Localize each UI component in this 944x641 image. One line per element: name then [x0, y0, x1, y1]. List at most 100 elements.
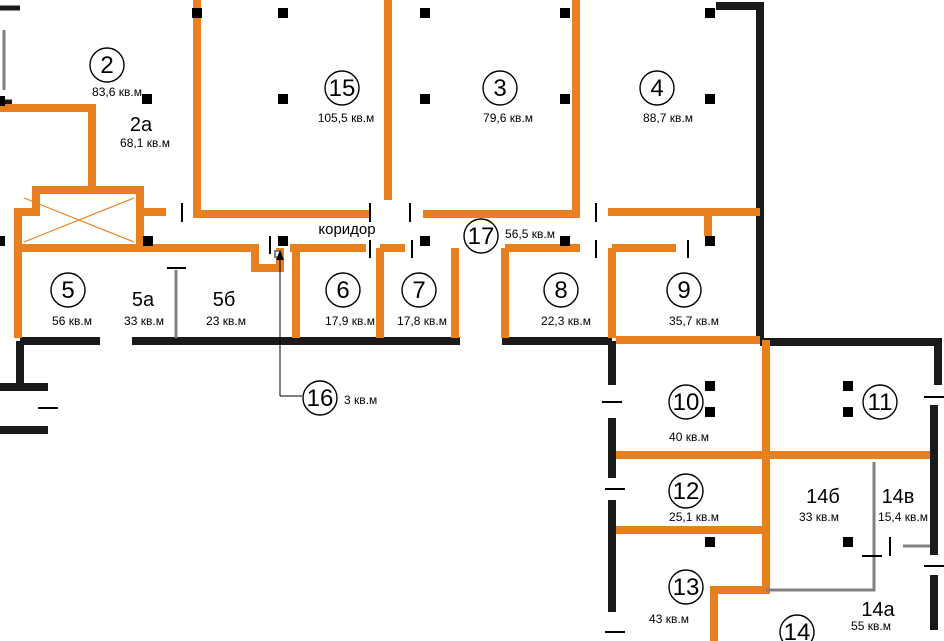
room-number: 2а [130, 114, 153, 136]
room-5a: 5а 33 кв.м [124, 289, 164, 328]
room-16: 16 3 кв.м [302, 380, 377, 416]
room-area: 56 кв.м [52, 314, 92, 328]
room-number: 7 [412, 277, 425, 304]
column-mark [420, 8, 430, 18]
column-mark [143, 236, 153, 246]
room-number: 6 [336, 277, 349, 304]
room-4: 4 88,7 кв.м [639, 70, 693, 125]
room-number-circle [639, 70, 675, 106]
room-11: 11 [862, 384, 898, 420]
partition [766, 462, 876, 592]
room-number-circle [668, 384, 704, 420]
room-14b: 14б 33 кв.м [799, 486, 840, 524]
room-number: 5б [213, 289, 236, 311]
column-mark [0, 236, 5, 246]
room-14a: 14а 55 кв.м [851, 599, 896, 633]
column-mark [560, 94, 570, 104]
column-mark [705, 8, 715, 18]
column-mark [560, 236, 570, 246]
partitions [2, 30, 930, 592]
room-area: 33 кв.м [799, 510, 839, 524]
room-area: 3 кв.м [344, 393, 377, 407]
column-mark [843, 537, 853, 547]
room-area: 22,3 кв.м [541, 314, 591, 328]
column-mark [705, 381, 715, 391]
room-number-circle [401, 272, 437, 308]
room-number: 14а [861, 599, 895, 621]
room-area: 55 кв.м [851, 619, 891, 633]
room-number-circle [463, 218, 499, 254]
room-area: 17,8 кв.м [397, 314, 447, 328]
room-number: 14в [882, 486, 915, 508]
room-area: 40 кв.м [669, 430, 709, 444]
room-number: 13 [673, 574, 700, 601]
room-area: 17,9 кв.м [325, 314, 375, 328]
outer-wall [760, 338, 942, 385]
room-number: 2 [100, 52, 113, 79]
column-mark [142, 94, 152, 104]
outer-wall [716, 2, 764, 342]
column-mark [560, 8, 570, 18]
pointer-arrowhead [276, 250, 284, 260]
stairwell-cross [23, 197, 135, 243]
room-8: 8 22,3 кв.м [541, 272, 591, 328]
room-15: 15 105,5 кв.м [318, 70, 375, 125]
room-area: 79,6 кв.м [483, 111, 533, 125]
room-area: 23 кв.м [206, 314, 246, 328]
column-mark [278, 94, 288, 104]
room-number: 8 [554, 277, 567, 304]
room-area: 33 кв.м [124, 314, 164, 328]
room-12: 12 25,1 кв.м [668, 473, 719, 524]
room-9: 9 35,7 кв.м [666, 272, 719, 328]
columns [0, 8, 853, 547]
room-number: 4 [650, 75, 663, 102]
room-number-circle [668, 473, 704, 509]
room-14: 14 [779, 614, 815, 641]
column-mark [278, 236, 288, 246]
room-area: 43 кв.м [649, 612, 689, 626]
room-labels: 2 83,6 кв.м 2а 68,1 кв.м 15 105,5 кв.м 3… [50, 47, 928, 641]
column-mark [843, 407, 853, 417]
room-number-circle [862, 384, 898, 420]
room-area: 88,7 кв.м [643, 111, 693, 125]
room-14v: 14в 15,4 кв.м [878, 486, 928, 524]
room-2: 2 83,6 кв.м [89, 47, 142, 99]
room-number: 3 [493, 75, 506, 102]
room-area: 15,4 кв.м [878, 510, 928, 524]
room-5: 5 56 кв.м [50, 272, 92, 328]
column-mark [705, 236, 715, 246]
column-mark [192, 8, 202, 18]
room-area: 35,7 кв.м [669, 314, 719, 328]
outer-walls [0, 2, 942, 630]
room-number-circle [324, 70, 360, 106]
room-area: 105,5 кв.м [318, 111, 375, 125]
room-number-circle [668, 569, 704, 605]
room-number: 11 [868, 389, 893, 416]
room-number: 5а [132, 289, 155, 311]
room-2a: 2а 68,1 кв.м [120, 114, 170, 150]
room-number-circle [779, 614, 815, 641]
room-number-circle [482, 70, 518, 106]
room-10: 10 40 кв.м [668, 384, 709, 444]
room-16-pointer [276, 250, 302, 397]
room-number: 10 [673, 389, 700, 416]
column-mark [705, 94, 715, 104]
column-mark [278, 8, 288, 18]
room-area: 83,6 кв.м [92, 85, 142, 99]
stair-line [23, 197, 135, 243]
inner-wall [193, 0, 370, 218]
stair-block [14, 186, 144, 252]
inner-wall [423, 0, 580, 218]
room-number: 16 [307, 385, 334, 412]
room-number: 17 [468, 223, 495, 250]
room-number-circle [50, 272, 86, 308]
room-number: 14 [784, 619, 811, 641]
room-area: 56,5 кв.м [505, 227, 555, 241]
room-number-circle [302, 380, 338, 416]
room-area: 68,1 кв.м [120, 136, 170, 150]
inner-wall [0, 104, 96, 190]
room-number-circle [666, 272, 702, 308]
room-3: 3 79,6 кв.м [482, 70, 533, 125]
